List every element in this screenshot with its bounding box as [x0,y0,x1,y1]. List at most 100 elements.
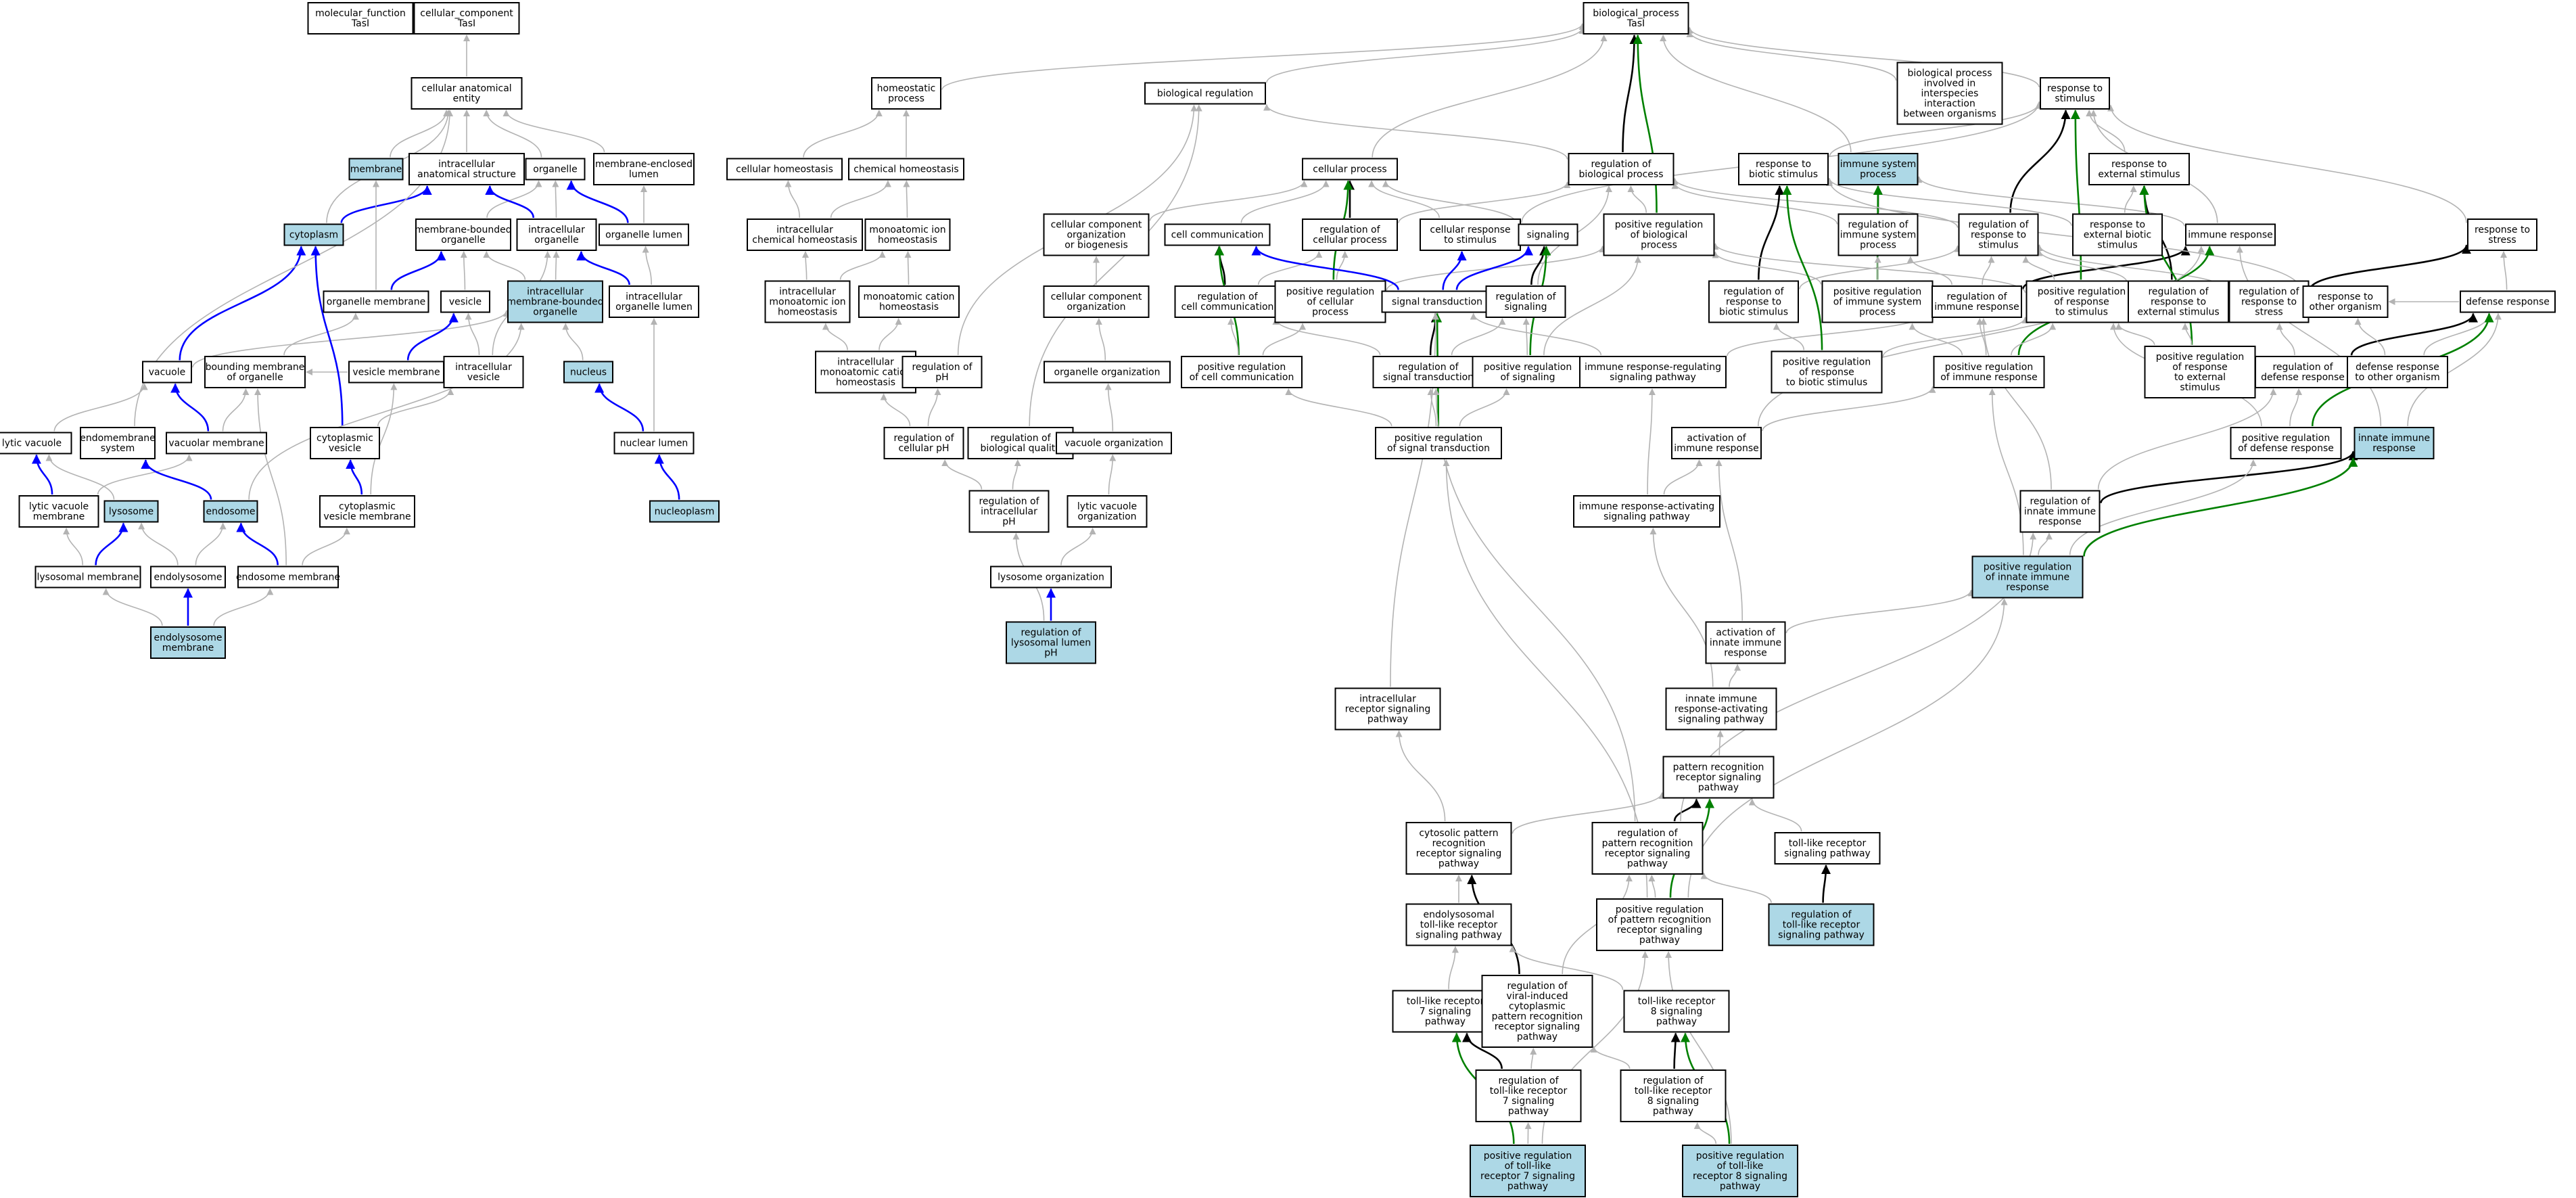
term-node-cellhomeo[interactable]: cellular homeostasis [726,158,843,181]
term-node-bioreg[interactable]: biological regulation [1144,82,1266,105]
term-node-cellproc[interactable]: cellular process [1302,158,1398,181]
term-node-lytvac[interactable]: lytic vacuole [0,432,72,455]
term-node-organelle[interactable]: organelle [525,158,586,181]
term-node-cytoplasm[interactable]: cytoplasm [283,223,344,246]
term-node-nucleus[interactable]: nucleus [563,361,613,384]
term-node-omem[interactable]: organelle membrane [323,290,429,313]
term-node-vacorg[interactable]: vacuole organization [1056,432,1172,455]
term-node-vacmem[interactable]: vacuolar membrane [166,432,267,455]
term-node-lysorg[interactable]: lysosome organization [990,566,1112,589]
term-node-vesicle[interactable]: vesicle [440,290,490,313]
term-node-immresp[interactable]: immune response [2185,223,2276,246]
term-node-olumen[interactable]: organelle lumen [599,223,689,246]
term-node-nucleoplasm[interactable]: nucleoplasm [649,500,720,523]
term-node-lysosome[interactable]: lysosome [103,500,159,523]
term-node-sigtrans[interactable]: signal transduction [1381,290,1493,313]
term-node-nuclumen[interactable]: nuclear lumen [613,432,695,455]
term-node-cellcomm[interactable]: cell communication [1164,223,1271,246]
term-node-endolys[interactable]: endolysosome [150,566,226,589]
term-node-defresp[interactable]: defense response [2460,290,2556,313]
term-node-vesmem[interactable]: vesicle membrane [348,361,444,384]
term-node-endosome[interactable]: endosome [203,500,258,523]
term-node-orgorg[interactable]: organelle organization [1044,361,1171,384]
